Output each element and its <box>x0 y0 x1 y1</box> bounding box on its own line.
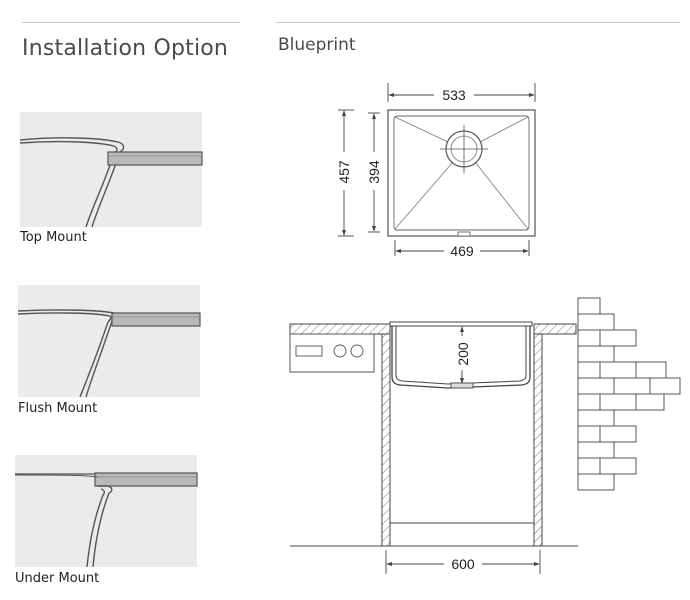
under-mount-option: Under Mount <box>14 455 198 586</box>
under-mount-label: Under Mount <box>15 571 100 586</box>
brick-wall <box>577 297 681 491</box>
blueprint-title: Blueprint <box>278 35 356 55</box>
sink-cabinet-side-view-drawing: 200 600 <box>289 297 681 574</box>
installation-option-title: Installation Option <box>22 36 229 61</box>
under-mount-diagram-icon <box>14 455 198 568</box>
outer-depth-label: 457 <box>336 160 352 184</box>
inner-depth-label: 394 <box>366 160 382 184</box>
blueprint-header-rule <box>276 22 680 23</box>
top-mount-option: Top Mount <box>19 112 203 245</box>
flush-mount-option: Flush Mount <box>17 285 201 416</box>
bowl-depth-label: 200 <box>455 342 471 366</box>
outer-width-label: 533 <box>442 87 466 103</box>
sink-top-view-drawing: 533 457 394 469 <box>336 83 536 259</box>
top-mount-diagram-icon <box>19 112 203 228</box>
flush-mount-diagram-icon <box>17 285 201 398</box>
installation-header-rule <box>22 22 240 23</box>
top-mount-label: Top Mount <box>20 230 87 245</box>
flush-mount-label: Flush Mount <box>18 401 98 416</box>
inner-width-label: 469 <box>450 243 474 259</box>
cabinet-width-label: 600 <box>451 556 475 572</box>
